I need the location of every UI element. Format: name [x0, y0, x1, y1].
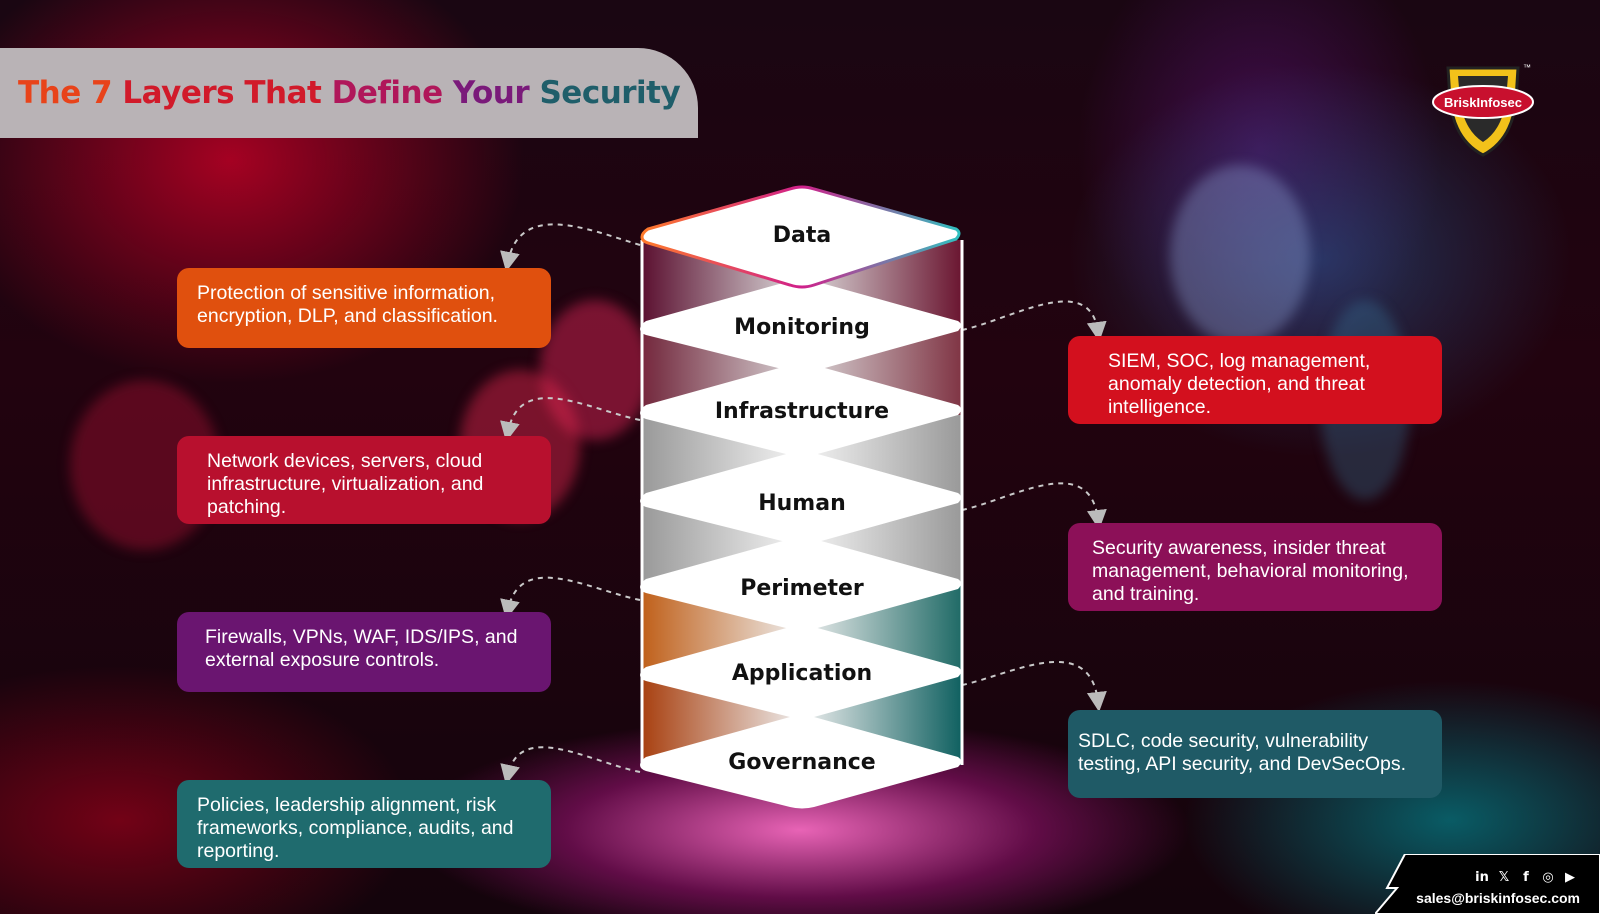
layer-governance: Governance — [728, 750, 876, 775]
bokeh-light — [540, 300, 650, 440]
linkedin-icon[interactable]: in — [1475, 870, 1489, 885]
data-description: Protection of sensitive information, enc… — [177, 268, 551, 348]
x-icon[interactable]: 𝕏 — [1498, 870, 1510, 885]
logo-brand-text: BriskInfosec — [1444, 95, 1522, 110]
layer-stack-graphic — [640, 185, 964, 809]
footer-banner — [1375, 854, 1600, 914]
monitoring-description: SIEM, SOC, log management, anomaly detec… — [1068, 336, 1442, 424]
footer: in 𝕏 f ◎ ▶ sales@briskinfosec.com — [1375, 854, 1600, 914]
page-title: The 7 Layers That Define Your Security — [18, 75, 681, 111]
layer-stack: Data Monitoring Infrastructure Human Per… — [640, 185, 964, 830]
shield-logo-icon: BriskInfosec ™ — [1432, 63, 1534, 157]
layer-infrastructure: Infrastructure — [714, 399, 890, 424]
instagram-icon[interactable]: ◎ — [1542, 870, 1554, 885]
youtube-icon[interactable]: ▶ — [1565, 870, 1575, 885]
brand-logo: BriskInfosec ™ — [1428, 60, 1538, 160]
title-part-4: Your — [452, 75, 540, 111]
social-icons: in 𝕏 f ◎ ▶ — [1474, 870, 1578, 886]
infrastructure-description: Network devices, servers, cloud infrastr… — [177, 436, 551, 524]
title-part-2: Layers That — [122, 75, 332, 111]
human-description: Security awareness, insider threat manag… — [1068, 523, 1442, 611]
perimeter-description: Firewalls, VPNs, WAF, IDS/IPS, and exter… — [177, 612, 551, 692]
contact-email[interactable]: sales@briskinfosec.com — [1416, 890, 1580, 906]
title-banner: The 7 Layers That Define Your Security — [0, 48, 698, 138]
layer-human: Human — [758, 491, 846, 516]
title-part-3: Define — [331, 75, 453, 111]
title-part-1: The 7 — [18, 75, 123, 111]
application-description: SDLC, code security, vulnerability testi… — [1068, 710, 1442, 798]
layer-application: Application — [731, 661, 873, 686]
logo-tm: ™ — [1523, 63, 1531, 72]
facebook-icon[interactable]: f — [1523, 870, 1529, 885]
title-part-5: Security — [539, 75, 681, 111]
governance-description: Policies, leadership alignment, risk fra… — [177, 780, 551, 868]
layer-data: Data — [772, 223, 832, 248]
layer-perimeter: Perimeter — [740, 576, 864, 601]
bokeh-light — [1170, 165, 1310, 345]
layer-monitoring: Monitoring — [734, 315, 870, 340]
